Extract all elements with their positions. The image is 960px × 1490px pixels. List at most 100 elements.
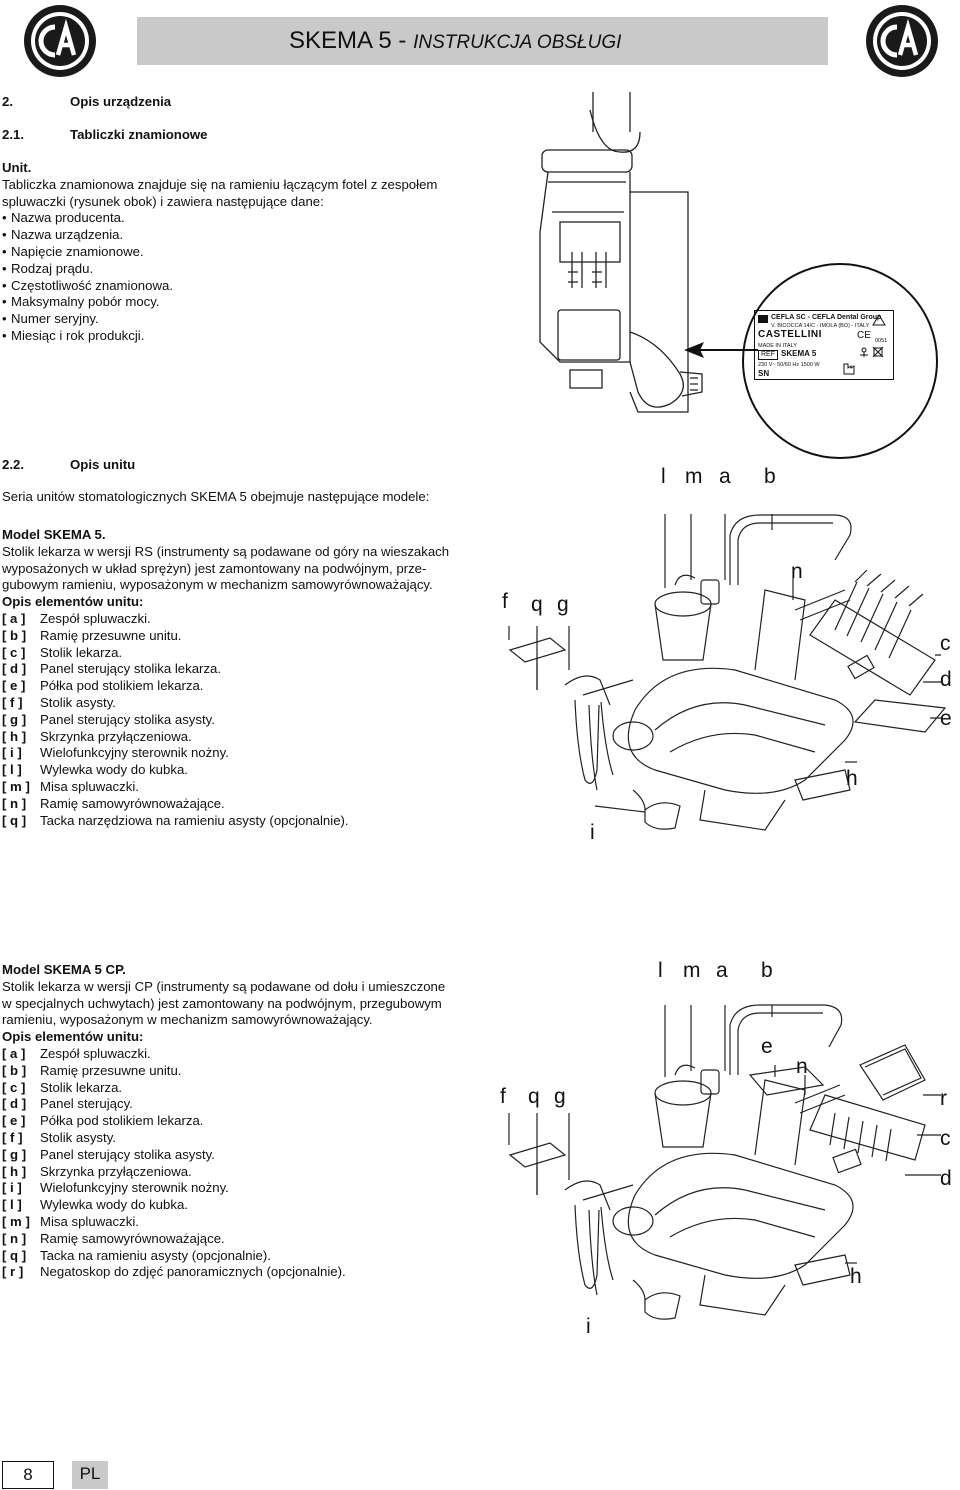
element-text: Półka pod stolikiem lekarza. bbox=[40, 678, 204, 694]
title-separator: - bbox=[398, 27, 407, 54]
element-text: Ramię samowyrównoważające. bbox=[40, 1230, 225, 1246]
list-item: Maksymalny pobór mocy. bbox=[2, 294, 502, 311]
figure-label-l: l bbox=[658, 959, 663, 982]
figure-label-m: m bbox=[683, 959, 701, 982]
nameplate-sn: SN bbox=[758, 369, 770, 378]
figure-label-n: n bbox=[791, 560, 803, 583]
element-code: [ g ] bbox=[2, 711, 27, 727]
figure-label-m: m bbox=[685, 465, 703, 488]
nameplate-electrical: 230 V~ 50/60 Hz 1500 W bbox=[758, 362, 820, 368]
warning-icon bbox=[872, 314, 886, 326]
element-text: Misa spluwaczki. bbox=[40, 1213, 139, 1229]
element-row: [ d ] Panel sterujący stolika lekarza. bbox=[2, 661, 502, 678]
series-text: Seria unitów stomatologicznych SKEMA 5 o… bbox=[2, 489, 430, 504]
header-bar bbox=[137, 17, 828, 65]
description-line: Stolik lekarza w wersji RS (instrumenty … bbox=[2, 543, 450, 559]
element-row: [ b ]Ramię przesuwne unitu. bbox=[2, 1063, 502, 1080]
element-text: Stolik asysty. bbox=[40, 694, 116, 710]
figure-label-q: q bbox=[528, 1085, 540, 1108]
figure-label-n: n bbox=[796, 1055, 808, 1078]
element-code: [ a ] bbox=[2, 1045, 26, 1061]
element-row: [ a ] Zespół spluwaczki. bbox=[2, 1046, 502, 1063]
element-row: [ l ] Wylewka wody do kubka. bbox=[2, 1197, 502, 1214]
element-text: Tacka na ramieniu asysty (opcjonalnie). bbox=[40, 1247, 271, 1263]
model-rs-section: Model SKEMA 5. Stolik lekarza w wersji R… bbox=[2, 527, 502, 829]
title-subtitle: INSTRUKCJA OBSŁUGI bbox=[413, 32, 622, 53]
language-box: PL bbox=[72, 1461, 108, 1489]
figure-label-h: h bbox=[846, 767, 858, 790]
element-text: Półka pod stolikiem lekarza. bbox=[40, 1113, 204, 1129]
title-main: SKEMA 5 bbox=[289, 27, 392, 54]
element-row: [ h ]Skrzynka przyłączeniowa. bbox=[2, 729, 502, 746]
element-text: Panel sterujący stolika lekarza. bbox=[40, 661, 222, 677]
nameplate-maker: CEFLA SC - CEFLA Dental Group bbox=[771, 314, 882, 321]
model-heading: Model SKEMA 5 CP. bbox=[2, 962, 126, 977]
list-item: Nazwa producenta. bbox=[2, 210, 502, 227]
figure-label-b: b bbox=[761, 959, 773, 982]
dental-unit-cp-drawing bbox=[508, 1004, 941, 1320]
element-code: [ f ] bbox=[2, 1129, 23, 1145]
section-2-1-heading: 2.1. Tabliczki znamionowe bbox=[2, 127, 208, 144]
spittoon-arm-drawing bbox=[539, 92, 703, 413]
nameplate-ref-label: REF bbox=[758, 350, 778, 360]
element-text: Skrzynka przyłączeniowa. bbox=[40, 1163, 192, 1179]
factory-icon bbox=[758, 315, 768, 323]
figure-label-i: i bbox=[586, 1315, 591, 1338]
section-number: 2. bbox=[2, 94, 13, 109]
element-row: [ i ] Wielofunkcyjny sterownik nożny. bbox=[2, 1180, 502, 1197]
nameplate-brand: CASTELLINI bbox=[758, 329, 822, 340]
list-item: Częstotliwość znamionowa. bbox=[2, 278, 502, 295]
element-text: Tacka narzędziowa na ramieniu asysty (op… bbox=[40, 812, 349, 828]
figure-label-f: f bbox=[502, 590, 508, 613]
element-text: Ramię przesuwne unitu. bbox=[40, 627, 182, 643]
description-line: w specjalnych uchwytach) jest zamontowan… bbox=[2, 995, 442, 1011]
element-code: [ m ] bbox=[2, 1213, 30, 1229]
element-row: [ g ]Panel sterujący stolika asysty. bbox=[2, 712, 502, 729]
figure-label-e: e bbox=[761, 1035, 773, 1058]
section-title: Opis urządzenia bbox=[70, 94, 172, 109]
element-code: [ b ] bbox=[2, 1062, 27, 1078]
element-row: [ b ]Ramię przesuwne unitu. bbox=[2, 628, 502, 645]
element-row: [ f ]Stolik asysty. bbox=[2, 695, 502, 712]
description-line: gubowym ramieniu, wyposażonym w mechaniz… bbox=[2, 577, 433, 593]
element-row: [ d ]Panel sterujący. bbox=[2, 1096, 502, 1113]
figure-label-f: f bbox=[500, 1085, 506, 1108]
list-item: Miesiąc i rok produkcji. bbox=[2, 328, 502, 345]
element-row: [ n ]Ramię samowyrównoważające. bbox=[2, 796, 502, 813]
brand-logo-right bbox=[866, 5, 938, 77]
list-item: Rodzaj prądu. bbox=[2, 261, 502, 278]
element-row: [ q ]Tacka na ramieniu asysty (opcjonaln… bbox=[2, 1248, 502, 1265]
element-code: [ g ] bbox=[2, 1146, 27, 1162]
model-heading: Model SKEMA 5. bbox=[2, 527, 106, 542]
element-text: Wielofunkcyjny sterownik nożny. bbox=[40, 745, 229, 761]
unit-intro-line: spluwaczki (rysunek obok) i zawiera nast… bbox=[2, 193, 324, 209]
element-row: [ e ]Półka pod stolikiem lekarza. bbox=[2, 678, 502, 695]
section-2-2-heading: 2.2. Opis unitu bbox=[2, 457, 135, 474]
element-text: Panel sterujący stolika asysty. bbox=[40, 1146, 215, 1162]
figure-label-d: d bbox=[940, 1167, 952, 1190]
element-row: [ f ] Stolik asysty. bbox=[2, 1130, 502, 1147]
weee-bin-icon bbox=[860, 346, 884, 358]
elements-heading: Opis elementów unitu: bbox=[2, 1029, 144, 1045]
element-text: Stolik lekarza. bbox=[40, 1079, 123, 1095]
element-text: Wielofunkcyjny sterownik nożny. bbox=[40, 1180, 229, 1196]
element-row: [ c ]Stolik lekarza. bbox=[2, 645, 502, 662]
element-row: [ c ]Stolik lekarza. bbox=[2, 1080, 502, 1097]
figure-label-b: b bbox=[764, 465, 776, 488]
list-item: Napięcie znamionowe. bbox=[2, 244, 502, 261]
element-text: Wylewka wody do kubka. bbox=[40, 1197, 188, 1213]
figure-label-g: g bbox=[554, 1085, 566, 1108]
element-text: Stolik asysty. bbox=[40, 1129, 116, 1145]
nameplate: CEFLA SC - CEFLA Dental Group V. BICOCCA… bbox=[754, 310, 894, 380]
element-row: [ r ] Negatoskop do zdjęć panoramicznych … bbox=[2, 1264, 502, 1281]
element-text: Zespół spluwaczki. bbox=[40, 1045, 151, 1061]
element-text: Stolik lekarza. bbox=[40, 644, 123, 660]
element-text: Negatoskop do zdjęć panoramicznych (opcj… bbox=[40, 1264, 346, 1280]
element-text: Wylewka wody do kubka. bbox=[40, 762, 188, 778]
element-code: [ m ] bbox=[2, 778, 30, 794]
element-code: [ l ] bbox=[2, 1197, 22, 1213]
element-code: [ r ] bbox=[2, 1264, 24, 1280]
element-code: [ i ] bbox=[2, 1180, 22, 1196]
element-code: [ d ] bbox=[2, 661, 27, 677]
element-text: Skrzynka przyłączeniowa. bbox=[40, 728, 192, 744]
